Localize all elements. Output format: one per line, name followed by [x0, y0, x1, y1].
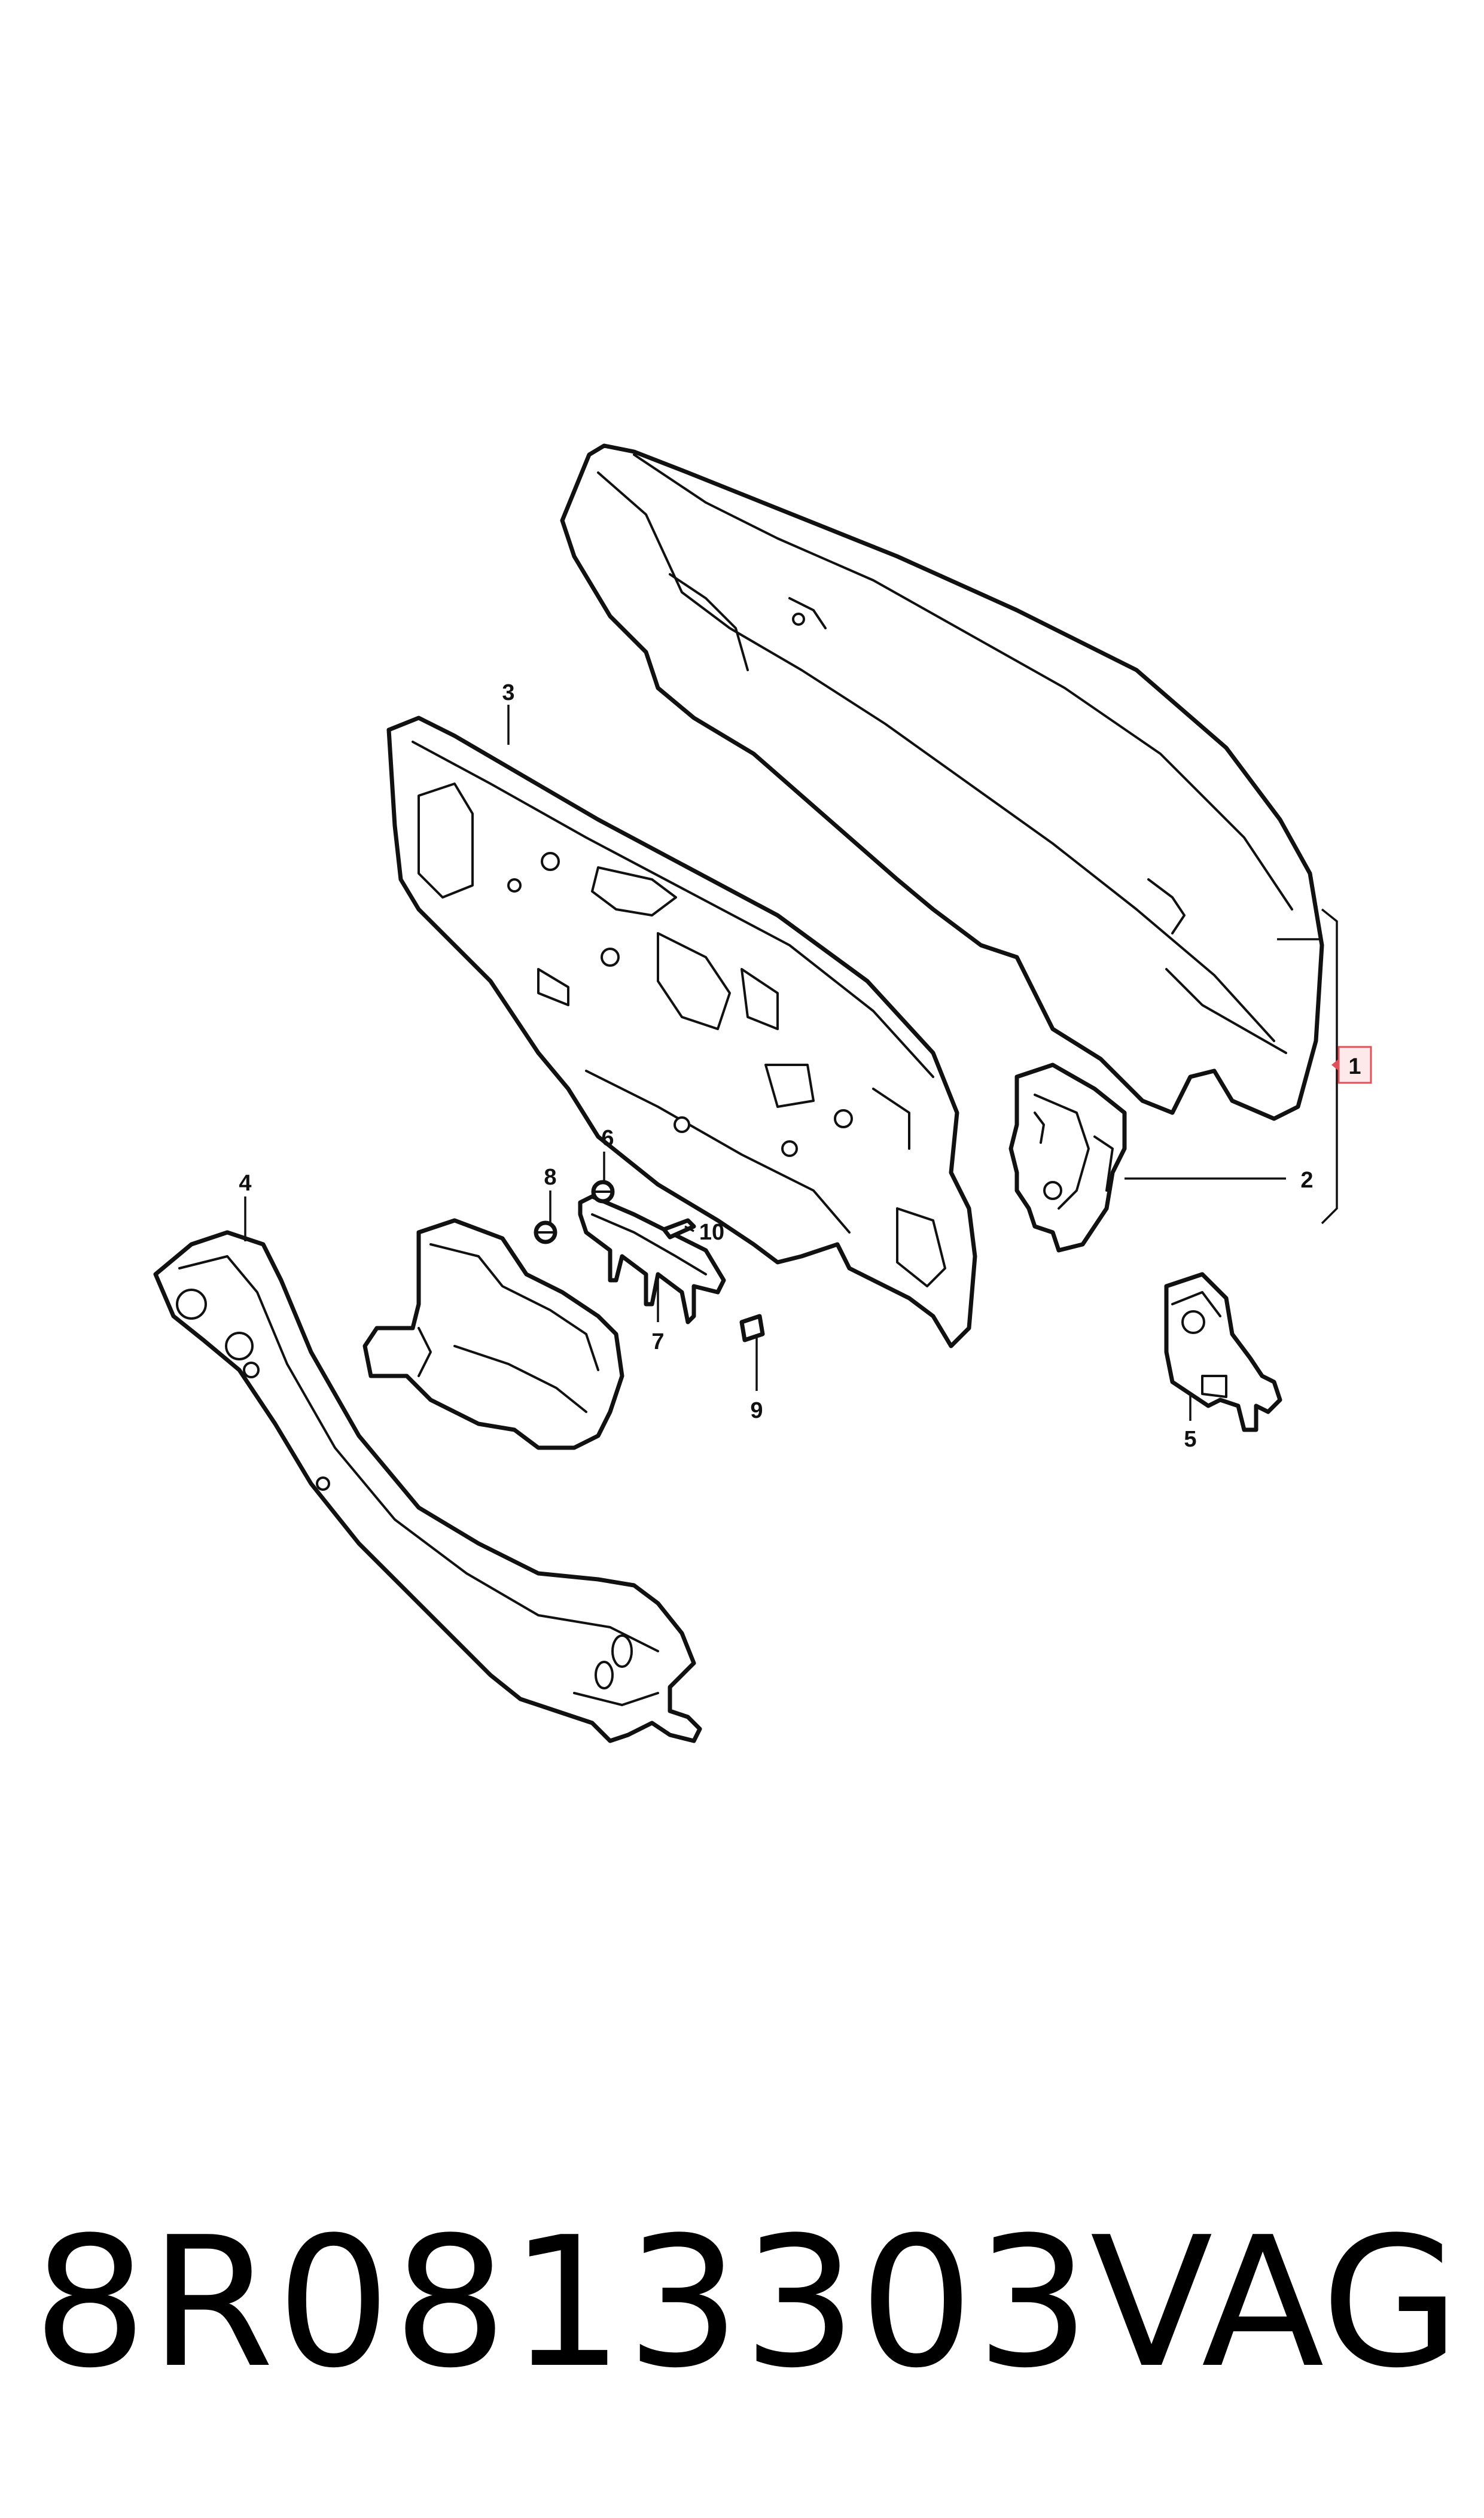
part-3-rear-panel [386, 715, 977, 1348]
callout-8[interactable]: 8 [544, 1165, 556, 1190]
callout-4[interactable]: 4 [239, 1171, 251, 1196]
callout-label-1: 1 [1348, 1054, 1361, 1079]
callout-1[interactable]: 1 [1331, 1046, 1372, 1084]
container-part [362, 1218, 624, 1450]
part-7-mounting-plate [578, 1194, 726, 1325]
callout-9[interactable]: 9 [750, 1398, 763, 1423]
part-8-bolt [534, 1220, 557, 1244]
part-1-rear-panel-upper [560, 443, 1324, 1121]
callout-10[interactable]: 10 [699, 1220, 724, 1245]
callout-5[interactable]: 5 [1184, 1427, 1196, 1452]
part-number: 8R0813303 [33, 2199, 1093, 2407]
part-10-screw [662, 1218, 696, 1240]
callout-6[interactable]: 6 [601, 1126, 614, 1151]
part-4-cross-member [153, 1230, 702, 1743]
part-6-bolt [591, 1180, 615, 1204]
part-9-clip [739, 1314, 765, 1342]
footer: 8R0813303 VAG [0, 2178, 1484, 2429]
callout-3[interactable]: 3 [502, 680, 514, 705]
part-5-corner-bracket [1164, 1272, 1282, 1432]
callout-2[interactable]: 2 [1300, 1168, 1313, 1193]
callout-7[interactable]: 7 [651, 1329, 664, 1354]
part-2-bracket [1008, 1062, 1127, 1253]
brand-label: VAG [1090, 2199, 1460, 2407]
exploded-parts-diagram: 1 2 3 4 5 6 7 8 9 10 [153, 443, 1372, 1743]
